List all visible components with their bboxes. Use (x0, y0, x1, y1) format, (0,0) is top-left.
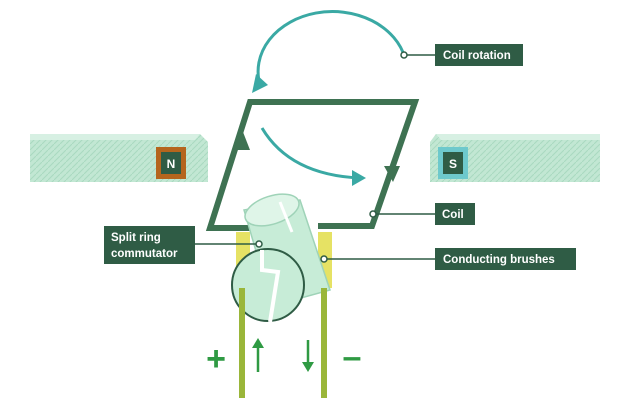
south-magnet: S (430, 134, 600, 182)
north-magnet: N (30, 134, 208, 182)
callout-split-ring: Split ring commutator (104, 226, 263, 264)
callout-coil: Coil (369, 203, 475, 225)
current-down-arrow (384, 166, 400, 182)
coil (205, 99, 420, 231)
coil-label: Coil (442, 209, 464, 221)
split-ring-label-line2: commutator (111, 248, 178, 260)
conducting-brushes-label: Conducting brushes (443, 254, 555, 266)
negative-wire (321, 288, 327, 398)
callout-conducting-brushes: Conducting brushes (320, 248, 576, 270)
positive-terminal-sign: + (206, 340, 226, 378)
negative-terminal-sign: – (343, 338, 362, 376)
rotation-arrow (252, 10, 407, 186)
wire-down-arrow (302, 340, 314, 372)
callout-coil-rotation: Coil rotation (400, 44, 523, 66)
wire-up-arrow (252, 338, 264, 372)
north-pole-label: N (167, 157, 176, 171)
split-ring-label-line1: Split ring (111, 232, 161, 244)
positive-wire (239, 288, 245, 398)
coil-rotation-label: Coil rotation (443, 50, 511, 62)
current-up-arrow (235, 132, 250, 150)
split-ring-commutator (231, 193, 331, 323)
south-pole-label: S (449, 157, 457, 171)
